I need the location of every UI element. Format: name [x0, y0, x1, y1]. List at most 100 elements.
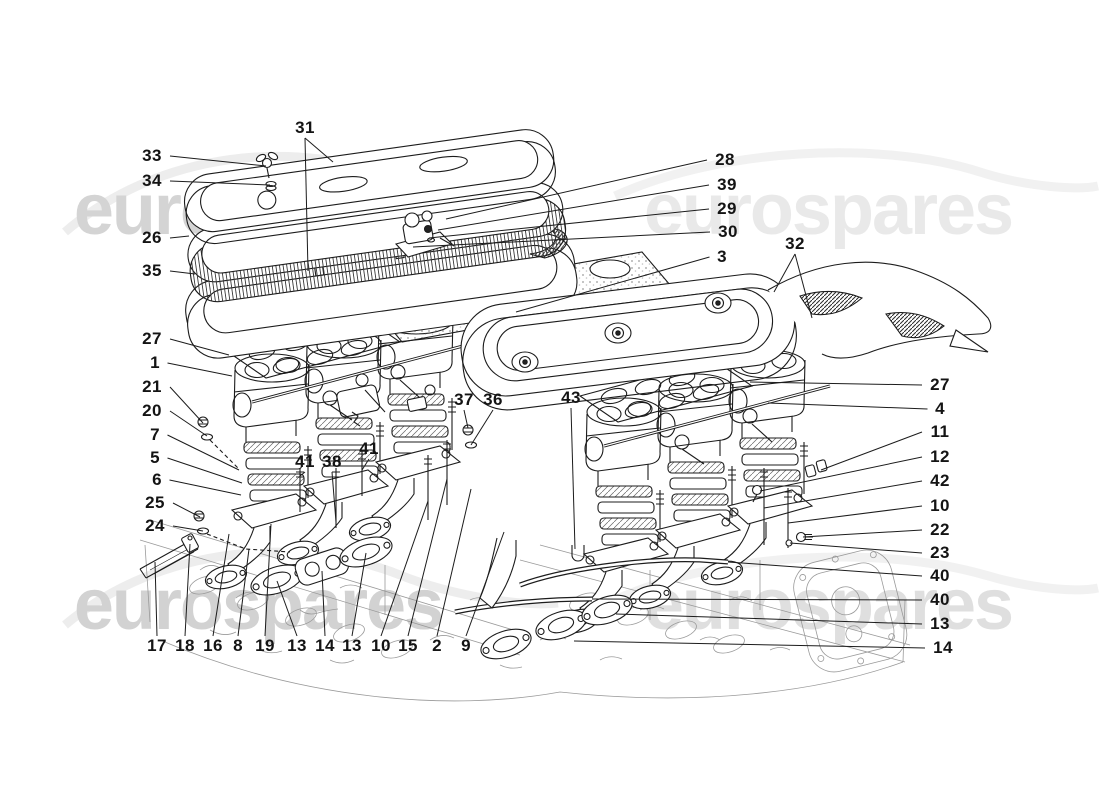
leader-line-23 [789, 542, 923, 554]
leader-line-35 [169, 270, 196, 275]
part-number-label-24: 24 [145, 516, 165, 535]
leader-line-28 [445, 159, 708, 220]
part-number-label-27: 27 [142, 329, 162, 348]
part-number-label-25: 25 [145, 493, 165, 512]
small-hardware-art [139, 416, 828, 615]
leader-line-40 [727, 561, 923, 577]
leader-line-8 [237, 548, 250, 637]
part-number-label-11: 11 [930, 422, 950, 441]
part-number-label-2: 2 [432, 636, 442, 655]
part-number-label-28: 28 [715, 150, 735, 169]
part-number-label-39: 39 [717, 175, 737, 194]
part-number-label-1: 1 [150, 353, 160, 372]
part-number-label-40: 40 [930, 566, 950, 585]
leader-line-6 [169, 479, 242, 496]
part-number-label-27: 27 [930, 375, 950, 394]
part-number-label-13: 13 [287, 636, 307, 655]
part-number-label-34: 34 [142, 171, 162, 190]
part-number-label-26: 26 [142, 228, 162, 247]
part-number-label-29: 29 [717, 199, 737, 218]
leader-line-22 [802, 529, 923, 538]
part-number-label-30: 30 [718, 222, 738, 241]
leader-line-21 [169, 386, 204, 424]
car-swoosh [613, 148, 1099, 201]
leader-line-2 [436, 488, 472, 637]
leader-line-18 [184, 543, 191, 637]
leader-line-25 [172, 502, 201, 518]
leader-line-14 [573, 640, 926, 649]
wing-nut-art [255, 151, 279, 192]
air-box-right-art [460, 261, 992, 411]
part-number-label-10: 10 [930, 496, 950, 515]
part-number-label-42: 42 [930, 471, 950, 490]
part-number-label-38: 38 [322, 452, 342, 471]
watermark-text: eurospares [644, 170, 1012, 250]
part-number-label-21: 21 [142, 377, 162, 396]
leader-line-31 [304, 137, 309, 272]
part-number-label-41: 41 [359, 439, 379, 458]
leader-lines [154, 137, 928, 649]
leader-line-32 [794, 253, 813, 319]
part-number-label-31: 31 [295, 118, 315, 137]
part-number-label-19: 19 [255, 636, 275, 655]
leader-line-42 [763, 480, 923, 509]
leader-line-36 [470, 409, 494, 446]
leader-line-41 [361, 458, 370, 471]
leader-line-12 [759, 456, 923, 492]
manifold-gaskets-art [250, 536, 633, 660]
leader-line-10 [380, 500, 429, 637]
part-number-label-13: 13 [930, 614, 950, 633]
leader-line-30 [412, 231, 711, 248]
leader-line-37 [463, 409, 469, 429]
part-number-label-36: 36 [483, 390, 503, 409]
part-number-label-35: 35 [142, 261, 162, 280]
part-number-label-3: 3 [717, 247, 727, 266]
leader-line-9 [465, 531, 505, 637]
part-number-label-13: 13 [342, 636, 362, 655]
leader-line-27 [169, 338, 230, 356]
leader-line-32 [773, 253, 796, 293]
leader-line-3 [515, 256, 710, 313]
part-number-label-37: 37 [454, 390, 474, 409]
part-number-label-22: 22 [930, 520, 950, 539]
leader-line-27 [749, 381, 923, 386]
part-number-label-16: 16 [203, 636, 223, 655]
leader-line-13 [351, 552, 367, 637]
leader-line-11 [820, 431, 923, 471]
leader-line-29 [428, 208, 710, 239]
part-number-label-43: 43 [561, 388, 581, 407]
part-number-label-17: 17 [147, 636, 167, 655]
watermark-text: eurospares [644, 565, 1012, 645]
part-number-label-9: 9 [461, 636, 471, 655]
cold-start-valve-art [394, 210, 455, 258]
leader-line-33 [169, 155, 267, 167]
intake-elbow-art [479, 537, 517, 609]
part-number-label-32: 32 [785, 234, 805, 253]
part-number-label-8: 8 [233, 636, 243, 655]
leader-line-5 [167, 457, 243, 484]
leader-line-7 [167, 434, 240, 471]
part-number-label-20: 20 [142, 401, 162, 420]
leader-line-1 [167, 362, 233, 377]
part-number-label-10: 10 [371, 636, 391, 655]
leader-line-17 [154, 561, 158, 637]
leader-line-20 [169, 410, 208, 437]
leader-line-13 [615, 613, 923, 625]
part-number-label-14: 14 [933, 638, 953, 657]
part-number-label-12: 12 [930, 447, 950, 466]
leader-line-15 [407, 478, 448, 637]
leader-line-13 [276, 580, 298, 637]
leader-line-4 [767, 402, 928, 410]
leader-line-24 [172, 525, 204, 532]
part-number-label-6: 6 [152, 470, 162, 489]
leader-line-16 [212, 533, 230, 637]
leader-line-31 [304, 137, 334, 163]
part-number-label-40: 40 [930, 590, 950, 609]
leader-line-26 [169, 235, 190, 239]
part-number-label-4: 4 [935, 399, 945, 418]
part-number-label-23: 23 [930, 543, 950, 562]
car-swoosh [613, 552, 1099, 605]
part-number-label-18: 18 [175, 636, 195, 655]
